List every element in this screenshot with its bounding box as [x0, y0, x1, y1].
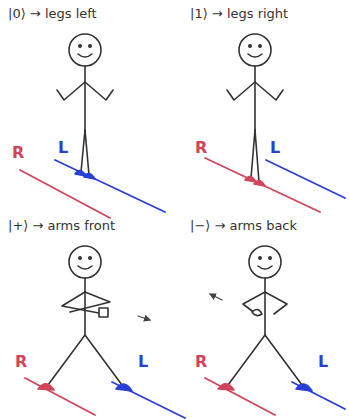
rail-label: L — [138, 352, 148, 371]
rail-label: R — [195, 138, 207, 157]
state-label: |+⟩ → arms front — [8, 218, 115, 234]
state-label: |1⟩ → legs right — [190, 6, 288, 22]
rail-label: L — [318, 352, 328, 371]
rail-label: R — [12, 143, 24, 162]
stick-figure — [20, 34, 165, 218]
rail-label: R — [195, 352, 207, 371]
stick-figure — [25, 246, 185, 418]
state-label: |−⟩ → arms back — [190, 218, 297, 234]
state-label: |0⟩ → legs left — [8, 6, 97, 22]
stick-figure — [205, 34, 345, 212]
rail-label: L — [58, 138, 68, 157]
stick-figure — [205, 246, 345, 415]
rail-label: R — [15, 352, 27, 371]
rail-label: L — [270, 138, 280, 157]
